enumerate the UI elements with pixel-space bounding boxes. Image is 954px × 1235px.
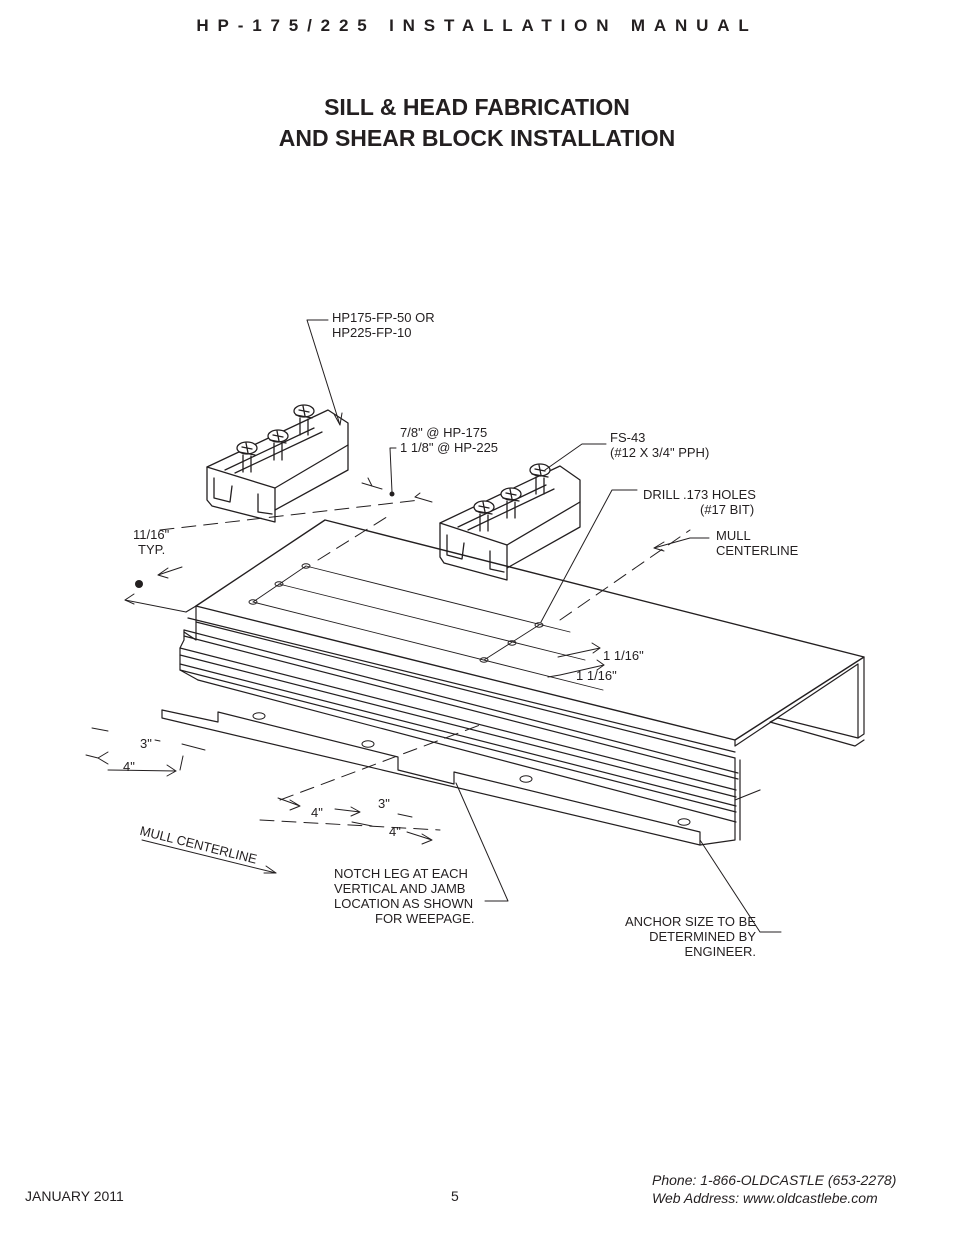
sill-extrusion — [161, 519, 865, 846]
callout-spacing-175: 7/8" @ HP-175 — [400, 425, 488, 440]
dim-3-left: 3" — [140, 736, 152, 751]
callout-filler-part: HP175-FP-50 OR HP225-FP-10 — [332, 310, 435, 340]
callout-notch-line-2: VERTICAL AND JAMB — [334, 881, 466, 896]
dimension-lines — [85, 477, 605, 845]
callout-edge-typ: TYP. — [138, 542, 166, 557]
dim-hole-a: 1 1/16" — [603, 648, 644, 663]
callout-anchor-line-3: ENGINEER. — [684, 944, 756, 959]
callout-notch-line-4: FOR WEEPAGE. — [375, 911, 475, 926]
callout-anchor-line-2: DETERMINED BY — [649, 929, 756, 944]
footer-contact: Phone: 1-866-OLDCASTLE (653-2278) Web Ad… — [652, 1171, 896, 1207]
callout-mull-line-1: MULL — [716, 528, 751, 543]
footer-phone: Phone: 1-866-OLDCASTLE (653-2278) — [652, 1172, 897, 1188]
callout-spacing: 7/8" @ HP-175 1 1/8" @ HP-225 — [400, 425, 498, 455]
page-title-line-2: AND SHEAR BLOCK INSTALLATION — [278, 125, 676, 151]
mull-centerline-dash — [159, 499, 691, 831]
shear-block-right — [439, 463, 581, 581]
page-title: SILL & HEAD FABRICATION AND SHEAR BLOCK … — [0, 92, 954, 154]
callout-mull-centerline: MULL CENTERLINE — [716, 528, 798, 558]
dim-3-mid: 3" — [378, 796, 390, 811]
dim-4-mid: 4" — [311, 805, 323, 820]
footer-page-number: 5 — [451, 1188, 459, 1204]
shear-block-left — [206, 404, 349, 523]
footer-date: JANUARY 2011 — [25, 1188, 124, 1204]
dim-4-left: 4" — [123, 759, 135, 774]
callout-notch: NOTCH LEG AT EACH VERTICAL AND JAMB LOCA… — [334, 866, 474, 926]
callout-anchor-line-1: ANCHOR SIZE TO BE — [625, 914, 756, 929]
hole-layout-lines — [252, 565, 604, 691]
callout-mull-line-2: CENTERLINE — [716, 543, 799, 558]
callout-leaders — [141, 319, 782, 933]
footer-web-address: Web Address: www.oldcastlebe.com — [652, 1190, 878, 1206]
page-title-line-1: SILL & HEAD FABRICATION — [324, 94, 630, 120]
callout-edge-dimension: 11/16" TYP. — [133, 527, 169, 557]
callout-screw-part: FS-43 — [610, 430, 646, 445]
callout-anchor: ANCHOR SIZE TO BE DETERMINED BY ENGINEER… — [622, 914, 756, 959]
dim-4-lower: 4" — [389, 824, 401, 839]
callout-notch-line-1: NOTCH LEG AT EACH — [334, 866, 468, 881]
dimension-dots — [135, 491, 395, 588]
callout-drill-holes: DRILL .173 HOLES — [643, 487, 756, 502]
callout-screw-spec: (#12 X 3/4" PPH) — [610, 445, 710, 460]
manual-header: HP-175/225 INSTALLATION MANUAL — [196, 16, 758, 35]
callout-spacing-225: 1 1/8" @ HP-225 — [400, 440, 499, 455]
callout-edge-dim: 11/16" — [133, 527, 170, 542]
callout-notch-line-3: LOCATION AS SHOWN — [334, 896, 474, 911]
callout-filler-part-line-2: HP225-FP-10 — [332, 325, 412, 340]
callout-drill: DRILL .173 HOLES (#17 BIT) — [643, 487, 756, 517]
callout-filler-part-line-1: HP175-FP-50 OR — [332, 310, 435, 325]
dim-hole-b: 1 1/16" — [576, 668, 617, 683]
callout-drill-bit: (#17 BIT) — [700, 502, 755, 517]
callout-screw: FS-43 (#12 X 3/4" PPH) — [610, 430, 709, 460]
